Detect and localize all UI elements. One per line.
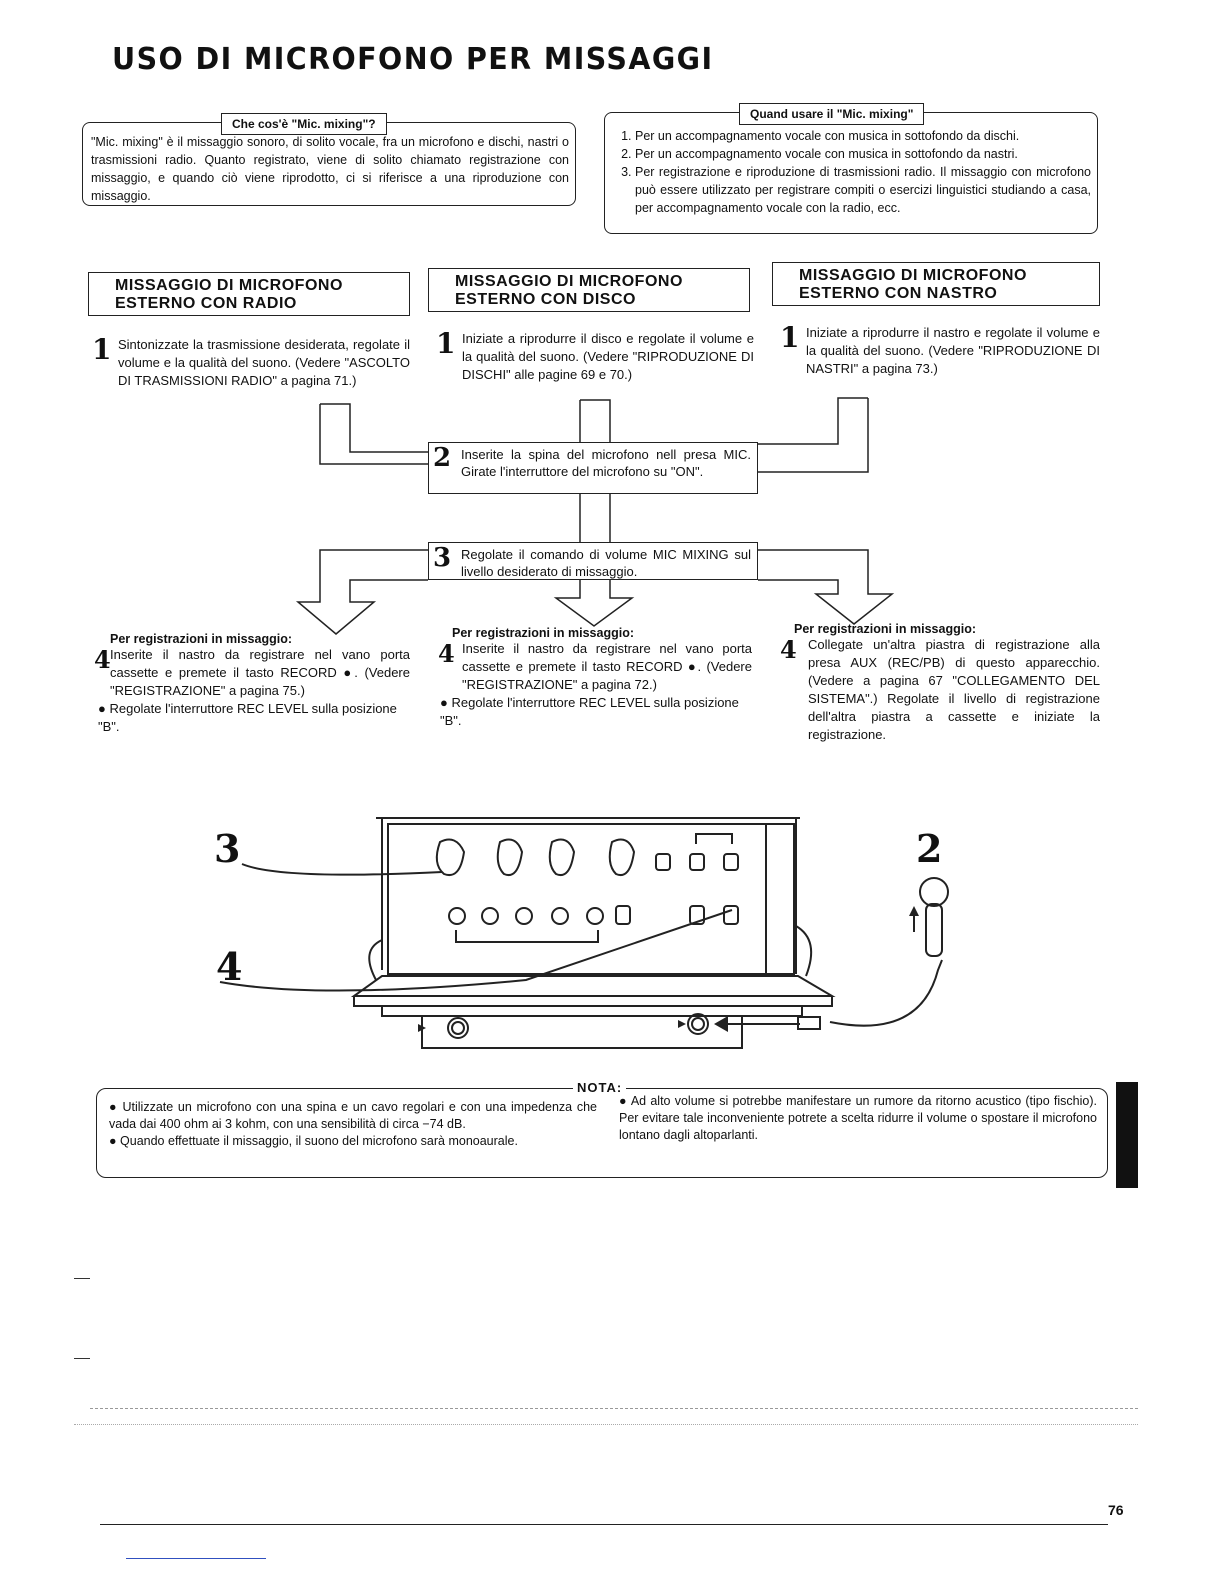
- margin-dash: [74, 1358, 90, 1359]
- step-number: 1: [92, 333, 112, 366]
- info-box-when-to-use-list: Per un accompagnamento vocale con musica…: [609, 127, 1091, 217]
- recording-heading: Per registrazioni in missaggio:: [110, 632, 292, 646]
- info-box-what-is-header: Che cos'è "Mic. mixing"?: [221, 113, 387, 135]
- section-header-line: MISSAGGIO DI MICROFONO: [799, 267, 1027, 284]
- note-item: ● Quando effettuate il missaggio, il suo…: [109, 1134, 518, 1148]
- step3-box: 3 Regolate il comando di volume MIC MIXI…: [428, 542, 758, 580]
- recording-heading: Per registrazioni in missaggio:: [452, 626, 634, 640]
- section-header-radio: MISSAGGIO DI MICROFONO ESTERNO CON RADIO: [88, 272, 410, 316]
- step4-radio-text: Inserite il nastro da registrare nel van…: [110, 647, 410, 698]
- info-box-what-is-body: "Mic. mixing" è il missaggio sonoro, di …: [91, 135, 569, 203]
- section-header-line: MISSAGGIO DI MICROFONO: [455, 273, 683, 290]
- step1-radio-text: Sintonizzate la trasmissione desiderata,…: [118, 337, 410, 388]
- rec-level-text: Regolate l'interruttore REC LEVEL sulla …: [98, 701, 397, 734]
- illustration-step-4: 4: [216, 944, 243, 989]
- step4-nastro: 4 Collegate un'altra piastra di registra…: [780, 636, 1100, 744]
- step4-disco: 4 Inserite il nastro da registrare nel v…: [438, 640, 752, 694]
- note-left-column: ● Utilizzate un microfono con una spina …: [109, 1099, 597, 1150]
- step1-nastro: 1 Iniziate a riprodurre il nastro e rego…: [780, 324, 1100, 378]
- recording-nastro: Per registrazioni in missaggio: 4 Colleg…: [780, 622, 1100, 744]
- page-title: USO DI MICROFONO PER MISSAGGI: [112, 42, 714, 77]
- step-number: 4: [94, 645, 111, 674]
- list-item: Per un accompagnamento vocale con musica…: [635, 145, 1091, 163]
- step2-text: Inserite la spina del microfono nell pre…: [461, 447, 751, 479]
- bottom-link-line: [126, 1558, 266, 1559]
- illustration-step-2: 2: [916, 826, 943, 871]
- section-header-line: ESTERNO CON NASTRO: [799, 285, 998, 302]
- recording-heading: Per registrazioni in missaggio:: [794, 622, 976, 636]
- note-item: ● Ad alto volume si potrebbe manifestare…: [619, 1094, 1097, 1142]
- step4-nastro-text: Collegate un'altra piastra di registrazi…: [808, 637, 1100, 742]
- step3-text: Regolate il comando di volume MIC MIXING…: [461, 547, 751, 579]
- step4-radio: 4 Inserite il nastro da registrare nel v…: [94, 646, 410, 700]
- recording-disco: Per registrazioni in missaggio: 4 Inseri…: [438, 626, 752, 730]
- page-bottom-rule: [100, 1524, 1108, 1525]
- recording-radio: Per registrazioni in missaggio: 4 Inseri…: [94, 632, 410, 736]
- info-box-what-is: Che cos'è "Mic. mixing"? "Mic. mixing" è…: [82, 113, 576, 206]
- page-number: 76: [1108, 1502, 1124, 1518]
- section-header-disco: MISSAGGIO DI MICROFONO ESTERNO CON DISCO: [428, 268, 750, 312]
- device-illustration: [219, 817, 949, 1049]
- list-item: Per un accompagnamento vocale con musica…: [635, 127, 1091, 145]
- section-header-line: ESTERNO CON DISCO: [455, 291, 636, 308]
- note-right-column: ● Ad alto volume si potrebbe manifestare…: [619, 1093, 1097, 1144]
- note-item-text: Ad alto volume si potrebbe manifestare u…: [619, 1094, 1097, 1142]
- rec-level-text: Regolate l'interruttore REC LEVEL sulla …: [440, 695, 739, 728]
- note-label: NOTA:: [573, 1079, 627, 1096]
- step1-nastro-text: Iniziate a riprodurre il nastro e regola…: [806, 325, 1100, 376]
- info-box-when-to-use-header: Quand usare il "Mic. mixing": [739, 103, 925, 125]
- note-item-text: Utilizzate un microfono con una spina e …: [109, 1100, 597, 1131]
- rec-level-bullet: ● Regolate l'interruttore REC LEVEL sull…: [440, 695, 739, 728]
- margin-dash: [74, 1278, 90, 1279]
- step1-radio: 1 Sintonizzate la trasmissione desiderat…: [92, 336, 410, 390]
- step-number: 1: [436, 327, 456, 360]
- section-header-nastro: MISSAGGIO DI MICROFONO ESTERNO CON NASTR…: [772, 262, 1100, 306]
- note-box: NOTA: ● Utilizzate un microfono con una …: [96, 1079, 1108, 1178]
- list-item: Per registrazione e riproduzione di tras…: [635, 163, 1091, 217]
- step-number: 3: [433, 543, 452, 573]
- section-header-line: MISSAGGIO DI MICROFONO: [115, 277, 343, 294]
- flow-diagram-lines: [295, 397, 895, 635]
- step4-disco-text: Inserite il nastro da registrare nel van…: [462, 641, 752, 692]
- step1-disco-text: Iniziate a riprodurre il disco e regolat…: [462, 331, 754, 382]
- rec-level-bullet: ● Regolate l'interruttore REC LEVEL sull…: [98, 701, 397, 734]
- footer-rule: [90, 1408, 1138, 1409]
- step-number: 4: [780, 635, 797, 664]
- note-item: ● Utilizzate un microfono con una spina …: [109, 1100, 597, 1131]
- step-number: 1: [780, 321, 800, 354]
- step-number: 4: [438, 639, 455, 668]
- step-number: 2: [433, 443, 452, 473]
- footer-rule: [74, 1424, 1138, 1425]
- illustration-step-3: 3: [214, 826, 241, 871]
- info-box-when-to-use: Quand usare il "Mic. mixing" Per un acco…: [604, 103, 1098, 234]
- section-header-line: ESTERNO CON RADIO: [115, 295, 297, 312]
- step2-box: 2 Inserite la spina del microfono nell p…: [428, 442, 758, 494]
- side-tab-marker: [1116, 1082, 1138, 1188]
- step1-disco: 1 Iniziate a riprodurre il disco e regol…: [436, 330, 754, 384]
- note-item-text: Quando effettuate il missaggio, il suono…: [120, 1134, 518, 1148]
